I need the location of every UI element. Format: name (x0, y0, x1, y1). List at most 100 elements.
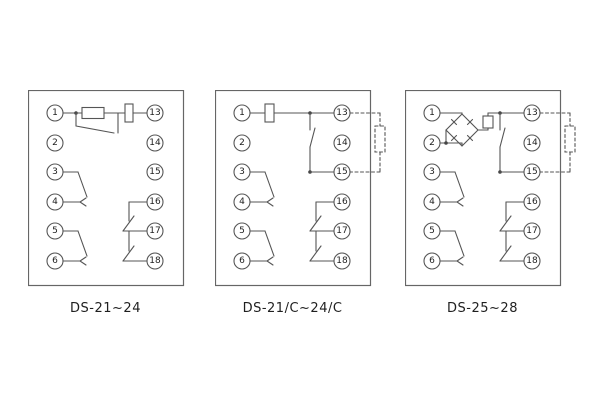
svg-text:3: 3 (52, 167, 58, 177)
external-resistor-symbol (349, 112, 386, 173)
svg-text:2: 2 (239, 138, 245, 148)
svg-text:15: 15 (336, 167, 347, 177)
terminal: 16 (523, 193, 541, 211)
terminal: 18 (146, 252, 164, 270)
relay-diagram-panel-2: 1 2 3 4 5 6 13 14 15 16 17 18 DS-21/C~24… (215, 90, 395, 316)
svg-text:6: 6 (239, 256, 245, 266)
svg-text:13: 13 (149, 108, 160, 118)
svg-text:13: 13 (526, 108, 537, 118)
relay-case-outline (28, 90, 185, 287)
terminal: 4 (233, 193, 251, 211)
svg-text:14: 14 (526, 138, 538, 148)
wires (62, 103, 148, 266)
svg-text:1: 1 (429, 108, 435, 118)
wiring-diagram-ds25-28: 1 2 3 4 5 6 13 14 15 16 17 18 (405, 90, 576, 287)
terminal: 14 (333, 134, 351, 152)
svg-text:16: 16 (149, 197, 161, 207)
terminal: 13 (333, 104, 351, 122)
contact-arrow-icon (266, 197, 274, 207)
coil-symbol (124, 103, 134, 123)
relay-case-outline (215, 90, 372, 287)
terminal: 4 (46, 193, 64, 211)
wiring-diagram-ds21c-24c: 1 2 3 4 5 6 13 14 15 16 17 18 (215, 90, 386, 287)
svg-text:3: 3 (429, 167, 435, 177)
terminal: 5 (233, 222, 251, 240)
wiring-diagram-ds21-24: 1 2 3 4 5 6 13 14 15 16 17 18 (28, 90, 185, 287)
terminal: 14 (146, 134, 164, 152)
contact-arrow-icon (456, 256, 464, 266)
svg-text:14: 14 (336, 138, 348, 148)
coil-symbol (482, 115, 494, 129)
svg-text:17: 17 (336, 226, 347, 236)
svg-text:17: 17 (149, 226, 160, 236)
svg-text:6: 6 (429, 256, 435, 266)
resistor-symbol (81, 106, 105, 120)
svg-text:2: 2 (52, 138, 58, 148)
terminal: 17 (523, 222, 541, 240)
terminal: 18 (333, 252, 351, 270)
svg-text:16: 16 (336, 197, 348, 207)
terminal: 6 (233, 252, 251, 270)
terminal: 1 (46, 104, 64, 122)
terminal: 15 (333, 163, 351, 181)
terminal: 2 (233, 134, 251, 152)
terminal: 1 (423, 104, 441, 122)
terminal: 3 (46, 163, 64, 181)
svg-text:5: 5 (429, 226, 435, 236)
diagram-caption: DS-25~28 (447, 301, 518, 316)
contact-arrow-icon (266, 256, 274, 266)
terminal: 13 (146, 104, 164, 122)
contact-arrow-icon (456, 197, 464, 207)
svg-text:13: 13 (336, 108, 347, 118)
terminal: 3 (233, 163, 251, 181)
terminal: 1 (233, 104, 251, 122)
svg-text:15: 15 (149, 167, 160, 177)
svg-text:4: 4 (239, 197, 245, 207)
svg-text:6: 6 (52, 256, 58, 266)
terminal: 3 (423, 163, 441, 181)
diagram-caption: DS-21/C~24/C (242, 301, 343, 316)
contact-arrow-icon (79, 256, 87, 266)
svg-text:18: 18 (526, 256, 538, 266)
relay-diagram-panel-3: 1 2 3 4 5 6 13 14 15 16 17 18 DS-25~28 (405, 90, 585, 316)
terminal: 4 (423, 193, 441, 211)
terminal: 2 (46, 134, 64, 152)
relay-case-outline (405, 90, 562, 287)
wires (439, 111, 576, 266)
svg-text:2: 2 (429, 138, 435, 148)
terminal: 18 (523, 252, 541, 270)
svg-text:18: 18 (149, 256, 161, 266)
svg-text:14: 14 (149, 138, 161, 148)
terminal: 16 (333, 193, 351, 211)
svg-text:5: 5 (52, 226, 58, 236)
terminal: 5 (46, 222, 64, 240)
terminal: 15 (523, 163, 541, 181)
svg-text:16: 16 (526, 197, 538, 207)
terminal: 6 (423, 252, 441, 270)
contact-arrow-icon (79, 197, 87, 207)
svg-text:17: 17 (526, 226, 537, 236)
svg-text:5: 5 (239, 226, 245, 236)
svg-text:4: 4 (429, 197, 435, 207)
svg-text:3: 3 (239, 167, 245, 177)
wires (249, 103, 386, 266)
svg-text:4: 4 (52, 197, 58, 207)
rectifier-bridge-symbol (445, 113, 479, 147)
terminal: 13 (523, 104, 541, 122)
terminal: 17 (146, 222, 164, 240)
diagram-caption: DS-21~24 (70, 301, 141, 316)
relay-diagram-panel-1: 1 2 3 4 5 6 13 14 15 16 17 18 DS-21~24 (28, 90, 208, 316)
svg-text:1: 1 (52, 108, 58, 118)
terminal: 17 (333, 222, 351, 240)
terminal: 6 (46, 252, 64, 270)
terminal: 14 (523, 134, 541, 152)
coil-symbol (264, 103, 275, 123)
terminal: 16 (146, 193, 164, 211)
terminal: 15 (146, 163, 164, 181)
svg-text:1: 1 (239, 108, 245, 118)
svg-text:18: 18 (336, 256, 348, 266)
terminal: 2 (423, 134, 441, 152)
terminal: 5 (423, 222, 441, 240)
external-resistor-symbol (539, 112, 576, 173)
